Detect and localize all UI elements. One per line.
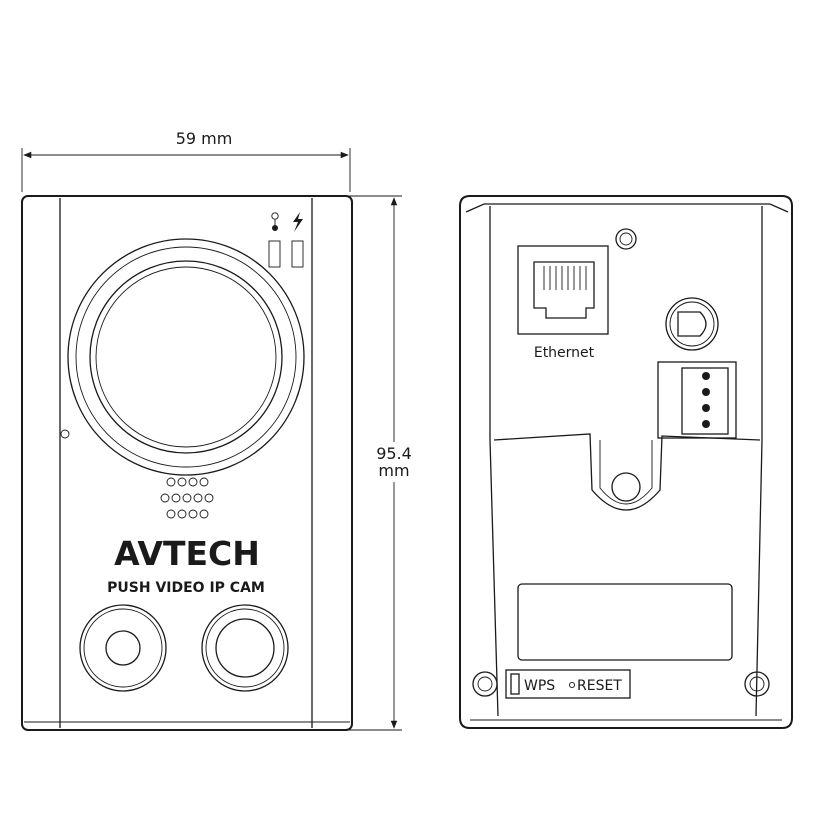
terminal-block[interactable] <box>657 361 737 439</box>
height-label-value: 95.4 <box>376 444 412 463</box>
dc-power-jack[interactable] <box>665 297 719 351</box>
front-body-outline <box>21 195 353 731</box>
wps-label: WPS <box>524 678 555 694</box>
status-led-power <box>291 240 304 268</box>
microphone-hole <box>60 429 70 439</box>
screw-bottom-right <box>744 671 770 697</box>
front-view: AVTECH PUSH VIDEO IP CAM <box>21 195 353 731</box>
network-status-icon <box>271 212 279 231</box>
mount-bracket <box>493 433 761 511</box>
screw-bottom-left <box>472 671 498 697</box>
model-name: PUSH VIDEO IP CAM <box>107 580 265 596</box>
back-body-outline <box>459 195 793 729</box>
brand-logo: AVTECH <box>114 534 260 573</box>
power-icon <box>293 212 303 232</box>
back-right-bevel <box>755 206 763 717</box>
reset-pinhole[interactable] <box>568 681 576 689</box>
back-left-bevel <box>489 206 499 717</box>
status-led-network <box>268 240 281 268</box>
height-dimension: 95.4 mm <box>305 195 414 731</box>
width-label: 59 mm <box>176 129 233 148</box>
reset-label: RESET <box>577 678 622 694</box>
button-panel <box>505 669 631 699</box>
back-view: Ethernet WPS RESET <box>459 195 793 729</box>
back-top-shoulder <box>465 203 789 213</box>
width-dimension: 59 mm <box>21 129 351 192</box>
product-label-area <box>517 583 733 661</box>
height-label-mask <box>374 442 414 482</box>
main-lens <box>67 238 305 476</box>
wps-button[interactable] <box>510 673 520 695</box>
height-label-unit: mm <box>378 461 409 480</box>
ethernet-label: Ethernet <box>534 345 595 361</box>
speaker-grille <box>160 477 214 519</box>
ir-sensor-left <box>79 604 167 692</box>
ethernet-port[interactable] <box>517 245 609 335</box>
screw-top <box>615 228 637 250</box>
ir-sensor-right <box>201 604 289 692</box>
